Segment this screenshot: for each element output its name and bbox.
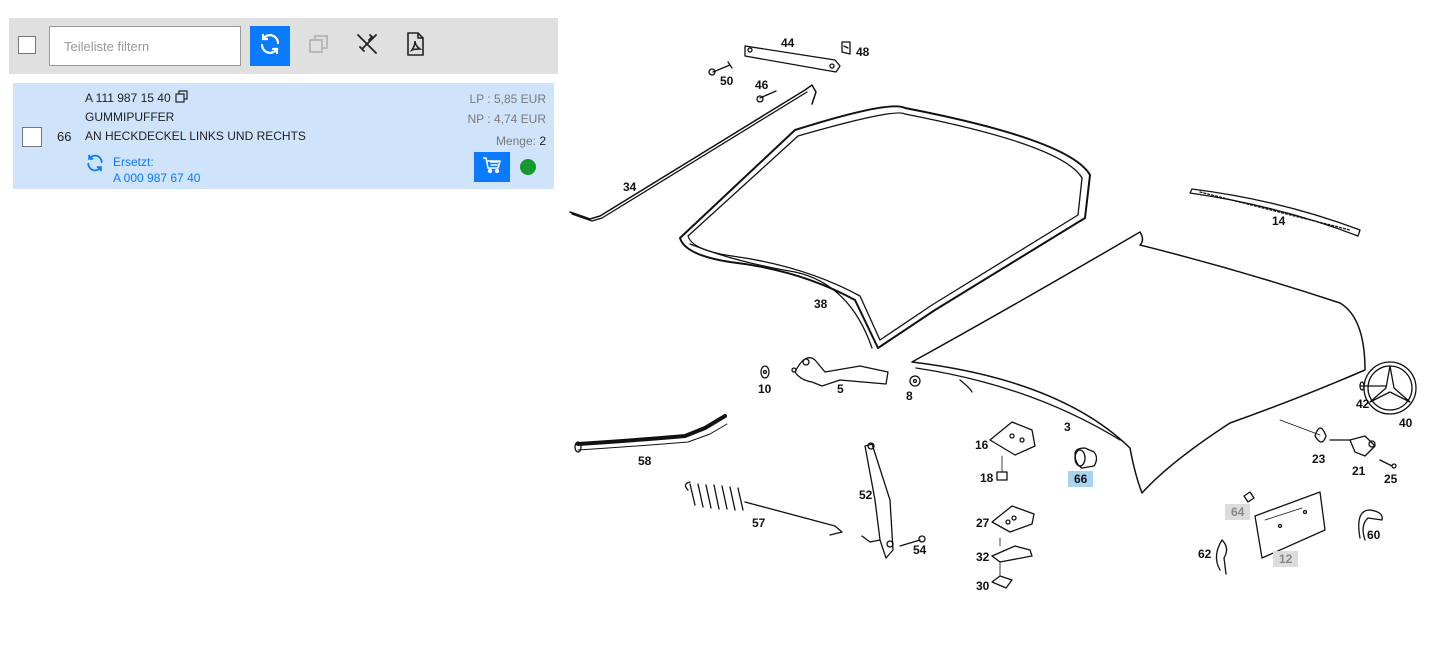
quantity-value: 2 — [539, 134, 546, 148]
callout-50[interactable]: 50 — [720, 74, 734, 88]
callout-60[interactable]: 60 — [1367, 528, 1381, 542]
part-58-drawing — [574, 414, 728, 453]
callout-52[interactable]: 52 — [859, 488, 873, 502]
part-60-drawing — [1358, 509, 1383, 541]
callout-5[interactable]: 5 — [837, 382, 844, 396]
tools-icon — [355, 32, 379, 61]
part-50-drawing — [708, 61, 733, 76]
callout-25[interactable]: 25 — [1384, 472, 1398, 486]
copy-icon[interactable] — [175, 90, 188, 106]
callout-8[interactable]: 8 — [906, 389, 913, 403]
part-40-drawing — [1363, 361, 1417, 415]
callout-66[interactable]: 66 — [1068, 471, 1094, 487]
copy-button[interactable] — [299, 26, 339, 66]
callout-62[interactable]: 62 — [1198, 547, 1212, 561]
copy-icon — [308, 33, 330, 60]
part-number-line: A 111 987 15 40 — [85, 90, 188, 106]
pdf-icon — [405, 31, 425, 61]
part-27-drawing — [991, 505, 1035, 533]
part-number: A 111 987 15 40 — [85, 91, 171, 105]
callout-30[interactable]: 30 — [976, 579, 990, 593]
part-5-drawing — [791, 357, 889, 387]
net-price: NP : 4,74 EUR — [467, 112, 546, 126]
part-description: AN HECKDECKEL LINKS UND RECHTS — [85, 129, 306, 143]
tools-button[interactable] — [347, 26, 387, 66]
callout-48[interactable]: 48 — [856, 45, 870, 59]
part-30-drawing — [991, 561, 1013, 589]
part-select-checkbox[interactable] — [22, 127, 42, 147]
replaced-part-link[interactable]: A 000 987 67 40 — [113, 171, 201, 185]
part-23-drawing — [1279, 419, 1351, 443]
part-14-drawing — [1189, 188, 1361, 237]
callout-42[interactable]: 42 — [1356, 397, 1370, 411]
part-52-drawing — [861, 442, 894, 559]
diagram-drawing — [569, 41, 1417, 589]
quantity: Menge: 2 — [496, 134, 546, 148]
part-18-drawing — [996, 455, 1008, 481]
callout-34[interactable]: 34 — [623, 180, 637, 194]
callout-3[interactable]: 3 — [1064, 420, 1071, 434]
part-position: 66 — [57, 129, 72, 144]
exploded-parts-diagram: 44 48 50 46 34 14 38 10 5 8 42 40 3 16 1… — [560, 0, 1447, 645]
part-row[interactable]: 66 A 111 987 15 40 GUMMIPUFFER AN HECKDE… — [13, 83, 554, 189]
part-25-drawing — [1379, 459, 1397, 469]
part-34-drawing — [569, 84, 817, 222]
quantity-label: Menge: — [495, 134, 536, 148]
callout-32[interactable]: 32 — [976, 550, 990, 564]
callout-64[interactable]: 64 — [1225, 504, 1251, 520]
callout-16[interactable]: 16 — [975, 438, 989, 452]
part-48-drawing — [841, 41, 851, 55]
part-12-drawing — [1254, 491, 1326, 559]
cart-icon — [482, 156, 502, 179]
sync-button[interactable] — [250, 26, 290, 66]
callout-18[interactable]: 18 — [980, 471, 994, 485]
part-32-drawing — [991, 537, 1033, 563]
callout-58[interactable]: 58 — [638, 454, 652, 468]
select-all-checkbox[interactable] — [18, 36, 36, 54]
replaced-icon — [85, 153, 105, 178]
part-62-drawing — [1215, 539, 1228, 575]
part-64-drawing — [1243, 491, 1255, 503]
parts-filter-input[interactable] — [49, 26, 241, 66]
replaced-label: Ersetzt: — [113, 155, 154, 169]
callout-14[interactable]: 14 — [1272, 214, 1286, 228]
part-name: GUMMIPUFFER — [85, 110, 175, 124]
part-46-drawing — [756, 90, 777, 103]
callout-27[interactable]: 27 — [976, 516, 990, 530]
callout-46[interactable]: 46 — [755, 78, 769, 92]
callout-40[interactable]: 40 — [1399, 416, 1413, 430]
list-price: LP : 5,85 EUR — [469, 92, 547, 106]
add-to-cart-button[interactable] — [474, 152, 510, 182]
callout-23[interactable]: 23 — [1312, 452, 1326, 466]
part-57-drawing — [684, 481, 843, 536]
callout-38[interactable]: 38 — [814, 297, 828, 311]
callout-12[interactable]: 12 — [1273, 551, 1299, 567]
parts-toolbar — [9, 18, 558, 74]
pdf-button[interactable] — [395, 26, 435, 66]
part-44-drawing — [744, 45, 841, 73]
part-42-drawing — [1359, 381, 1387, 391]
sync-icon — [258, 32, 282, 61]
part-16-drawing — [989, 421, 1036, 456]
part-21-drawing — [1349, 435, 1376, 457]
callout-10[interactable]: 10 — [758, 382, 772, 396]
callout-57[interactable]: 57 — [752, 516, 766, 530]
callout-54[interactable]: 54 — [913, 543, 927, 557]
part-10-drawing — [760, 365, 770, 379]
part-8-drawing — [909, 375, 921, 387]
part-66-drawing — [1074, 447, 1098, 469]
part-3-drawing — [911, 231, 1366, 494]
callout-21[interactable]: 21 — [1352, 464, 1366, 478]
part-54-drawing — [899, 535, 926, 547]
part-38-drawing — [679, 105, 1091, 349]
availability-status-dot — [520, 159, 536, 175]
callout-44[interactable]: 44 — [781, 36, 795, 50]
